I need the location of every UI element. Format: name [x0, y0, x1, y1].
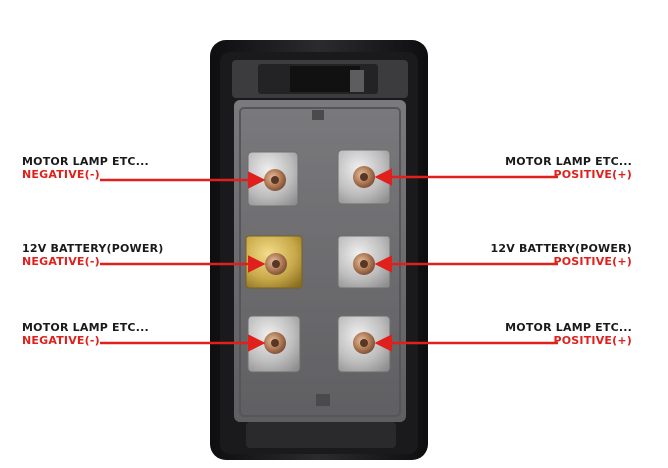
- label-line1: MOTOR LAMP ETC...: [505, 155, 632, 168]
- terminal-icon: [337, 235, 391, 289]
- label-line2: NEGATIVE(-): [22, 255, 100, 268]
- label-bot-left: MOTOR LAMP ETC... NEGATIVE(-): [22, 321, 149, 347]
- label-mid-right: 12V BATTERY(POWER) POSITIVE(+): [491, 242, 633, 268]
- label-bot-right: MOTOR LAMP ETC... POSITIVE(+): [505, 321, 632, 347]
- label-line2: POSITIVE(+): [553, 334, 632, 347]
- label-line2: POSITIVE(+): [553, 255, 632, 268]
- label-top-right: MOTOR LAMP ETC... POSITIVE(+): [505, 155, 632, 181]
- terminal-icon: [245, 235, 303, 289]
- label-line1: 12V BATTERY(POWER): [490, 242, 632, 255]
- terminal-icon: [337, 315, 391, 373]
- label-line2: NEGATIVE(-): [22, 334, 100, 347]
- label-line2: NEGATIVE(-): [22, 168, 100, 181]
- label-line2: POSITIVE(+): [553, 168, 632, 181]
- rocker-top: [232, 60, 408, 98]
- terminal-icon: [247, 151, 299, 207]
- label-line1: 12V BATTERY(POWER): [22, 242, 164, 255]
- label-line1: MOTOR LAMP ETC...: [22, 155, 149, 168]
- label-top-left: MOTOR LAMP ETC... NEGATIVE(-): [22, 155, 149, 181]
- label-mid-left: 12V BATTERY(POWER) NEGATIVE(-): [22, 242, 164, 268]
- label-line1: MOTOR LAMP ETC...: [22, 321, 149, 334]
- label-line1: MOTOR LAMP ETC...: [505, 321, 632, 334]
